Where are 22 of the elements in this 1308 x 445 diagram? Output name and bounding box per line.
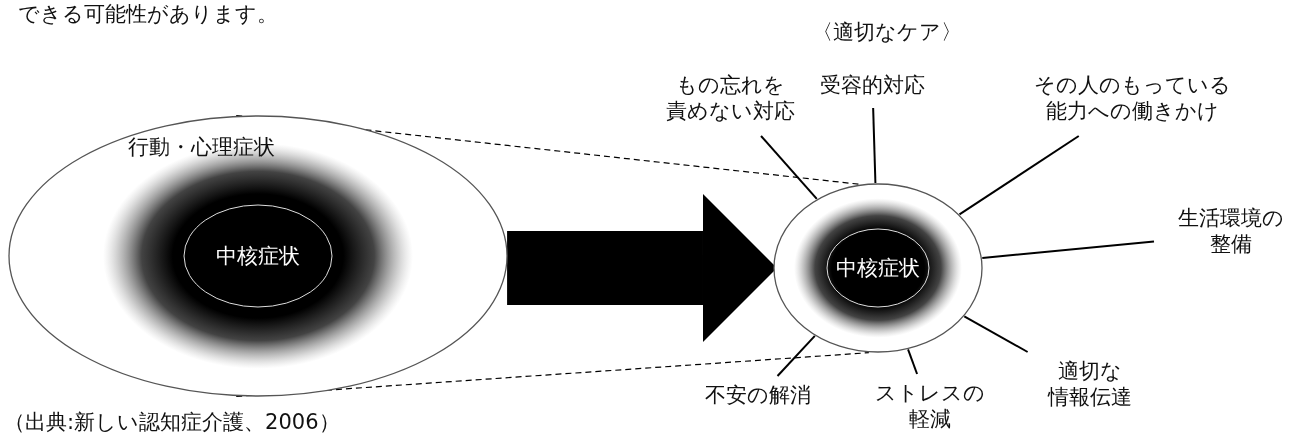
care-label: ストレスの軽減 <box>855 380 1005 438</box>
care-label: 適切な情報伝達 <box>1032 358 1148 416</box>
connector-line <box>776 334 816 377</box>
connector-line <box>958 135 1080 216</box>
core-ellipse: 中核症状 <box>826 228 930 308</box>
connector-line <box>907 348 919 375</box>
core-ellipse: 中核症状 <box>183 204 333 308</box>
source-note: （出典:新しい認知症介護、2006） <box>4 409 340 436</box>
ellipse-region <box>8 115 508 397</box>
connector-line <box>981 240 1155 259</box>
connector-line <box>963 315 1029 353</box>
connector-line <box>872 107 877 185</box>
care-label: 受容的対応 <box>805 72 940 102</box>
care-label: もの忘れを責めない対応 <box>652 72 808 130</box>
connector-line <box>760 135 818 200</box>
care-label: 不安の解消 <box>688 382 828 412</box>
care-label: 生活環境の整備 <box>1160 205 1302 263</box>
caption-text: できる可能性があります。 <box>18 1 278 28</box>
ellipse <box>773 183 983 353</box>
care-label: その人のもっている能力への働きかけ <box>1008 72 1256 130</box>
caption-text: 〈適切なケア〉 <box>812 19 962 46</box>
region-label: 行動・心理症状 <box>128 134 275 161</box>
